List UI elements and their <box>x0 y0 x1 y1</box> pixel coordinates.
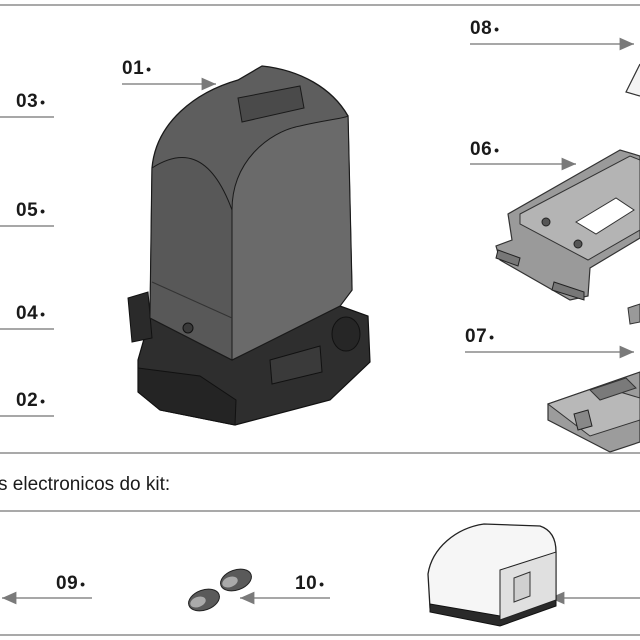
label-08: 08• <box>470 18 500 39</box>
label-06: 06• <box>470 139 500 160</box>
remote-control-1 <box>220 568 252 592</box>
label-02: 02• <box>16 390 46 411</box>
label-01: 01• <box>122 58 152 79</box>
label-10: 10• <box>295 573 325 594</box>
label-04: 04• <box>16 303 46 324</box>
remote-control-2 <box>188 588 220 612</box>
label-05: 05• <box>16 200 46 221</box>
top-section-frame <box>0 4 640 454</box>
label-09: 09• <box>56 573 86 594</box>
label-03: 03• <box>16 91 46 112</box>
bottom-section-frame <box>0 510 640 636</box>
label-07: 07• <box>465 326 495 347</box>
section-heading: s electronicos do kit: <box>0 474 171 495</box>
